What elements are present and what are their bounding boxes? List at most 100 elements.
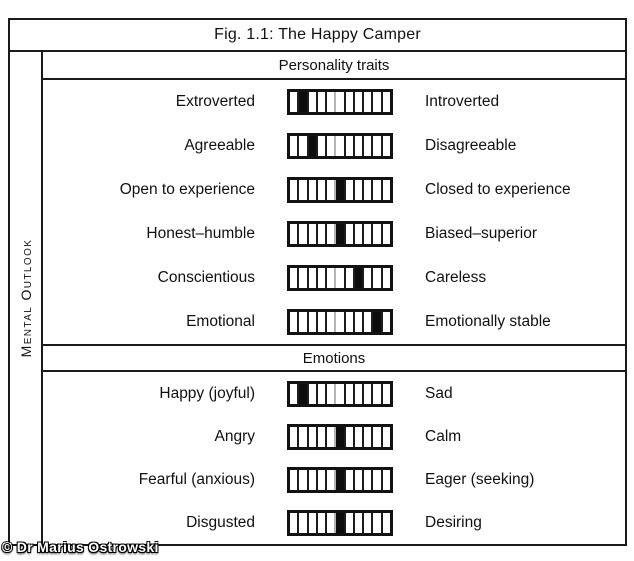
scale-cell xyxy=(382,383,390,404)
scale-cell xyxy=(299,180,309,200)
scale-right-label: Biased–superior xyxy=(425,225,538,242)
scale-cell xyxy=(290,312,300,332)
scale-cell xyxy=(354,469,365,490)
scale-cell xyxy=(327,469,337,490)
scale-cell xyxy=(308,92,318,112)
scale-cell xyxy=(345,312,355,332)
scale-cell xyxy=(317,426,328,447)
scale-cell xyxy=(354,312,365,332)
scale-cell xyxy=(317,383,328,404)
scale-cell xyxy=(299,268,309,288)
scale-left-label: Happy (joyful) xyxy=(159,384,255,402)
scale-bar xyxy=(287,89,393,115)
scale-row: Happy (joyful)Sad xyxy=(43,372,625,415)
scale-cell xyxy=(327,383,337,404)
scale-cell xyxy=(345,268,355,288)
scale-bar xyxy=(287,509,393,536)
scale-left-label: Fearful (anxious) xyxy=(138,470,255,488)
scale-cell xyxy=(290,92,300,112)
scale-bar xyxy=(287,466,393,493)
scale-cell xyxy=(308,224,318,244)
scale-cell xyxy=(382,426,390,447)
scale-cell xyxy=(327,512,337,533)
scale-cell xyxy=(308,512,318,533)
scale-cell xyxy=(299,426,309,447)
scale-bar xyxy=(287,309,393,335)
scale-marker-cell xyxy=(336,469,346,490)
scale-cell xyxy=(336,92,346,112)
scale-cell xyxy=(317,469,328,490)
scale-cell xyxy=(299,224,309,244)
scale-cell xyxy=(364,426,374,447)
scale-marker-cell xyxy=(336,512,346,533)
scale-cell xyxy=(345,383,355,404)
scale-marker-cell xyxy=(308,136,318,156)
scale-cell xyxy=(364,92,374,112)
scale-cell xyxy=(382,469,390,490)
section-header: Personality traits xyxy=(43,52,625,80)
scale-bar xyxy=(287,177,393,203)
scale-bar xyxy=(287,380,393,407)
scale-cell xyxy=(382,136,390,156)
scale-cell xyxy=(308,312,318,332)
scale-cell xyxy=(290,383,300,404)
scale-cell xyxy=(354,426,365,447)
scale-cell xyxy=(373,136,383,156)
scale-cell xyxy=(345,92,355,112)
scale-cell xyxy=(290,268,300,288)
scale-cell xyxy=(382,92,390,112)
scale-cell xyxy=(354,92,365,112)
scale-cell xyxy=(373,224,383,244)
scale-cell xyxy=(354,180,365,200)
scale-cell xyxy=(290,426,300,447)
scale-cell xyxy=(345,224,355,244)
scale-cell xyxy=(364,312,374,332)
scale-cell xyxy=(327,136,337,156)
scale-cell xyxy=(364,224,374,244)
scale-cell xyxy=(336,136,346,156)
scale-cell xyxy=(373,469,383,490)
scale-right-label: Closed to experience xyxy=(425,181,571,198)
scale-cell xyxy=(317,224,328,244)
scale-bar xyxy=(287,423,393,450)
scale-cell xyxy=(364,268,374,288)
scale-cell xyxy=(299,469,309,490)
scale-cell xyxy=(308,268,318,288)
scale-row: Honest–humble Biased–superior xyxy=(43,212,625,256)
scale-cell xyxy=(299,136,309,156)
scale-right-label: Careless xyxy=(425,269,487,286)
scale-cell xyxy=(327,426,337,447)
scale-cell xyxy=(308,426,318,447)
scale-right-label: Desiring xyxy=(425,513,482,531)
section-header: Emotions xyxy=(43,344,625,372)
scale-cell xyxy=(364,383,374,404)
scale-cell xyxy=(290,136,300,156)
scale-cell xyxy=(317,180,328,200)
scale-left-label: Angry xyxy=(214,427,256,445)
scale-cell xyxy=(382,512,390,533)
scale-cell xyxy=(373,512,383,533)
scale-cell xyxy=(345,512,355,533)
scale-cell xyxy=(327,224,337,244)
scale-right-label: Introverted xyxy=(425,93,500,110)
scale-cell xyxy=(308,180,318,200)
scale-left-label: Open to experience xyxy=(119,181,255,198)
scale-marker-cell xyxy=(299,383,309,404)
scale-cell xyxy=(345,136,355,156)
scale-right-label: Emotionally stable xyxy=(425,313,551,330)
scale-cell xyxy=(299,512,309,533)
scale-cell xyxy=(354,136,365,156)
scale-row: Fearful (anxious)Eager (seeking) xyxy=(43,458,625,501)
scale-cell xyxy=(290,180,300,200)
scale-left-label: Conscientious xyxy=(157,269,255,286)
scale-marker-cell xyxy=(336,224,346,244)
scale-cell xyxy=(382,224,390,244)
scale-bar xyxy=(287,265,393,291)
scale-cell xyxy=(327,180,337,200)
scale-left-label: Honest–humble xyxy=(146,225,255,242)
